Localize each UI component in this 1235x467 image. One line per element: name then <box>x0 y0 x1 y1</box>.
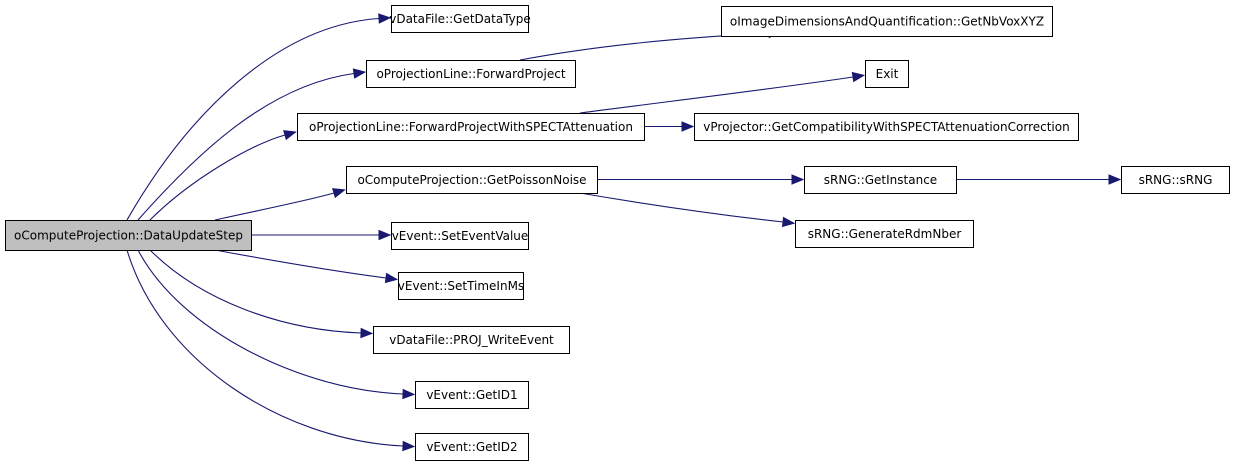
node-label: oComputeProjection::DataUpdateStep <box>14 229 243 243</box>
node-poisson[interactable]: oComputeProjection::GetPoissonNoise <box>346 166 598 194</box>
node-label: sRNG::GetInstance <box>824 173 937 187</box>
node-box[interactable] <box>5 220 252 251</box>
node-box[interactable] <box>373 326 570 354</box>
edge-root-to-fwdspect <box>149 130 297 221</box>
edge-poisson-to-getinstance <box>597 174 805 185</box>
node-settimeinms[interactable]: vEvent::SetTimeInMs <box>398 272 524 300</box>
node-label: oProjectionLine::ForwardProject <box>376 67 565 81</box>
edge-line <box>214 192 335 221</box>
node-box[interactable] <box>694 113 1079 141</box>
edge-line <box>149 134 286 221</box>
arrowhead-icon <box>384 272 399 284</box>
node-label: oImageDimensionsAndQuantification::GetNb… <box>730 15 1044 29</box>
edge-root-to-settimeinms <box>214 249 399 284</box>
node-label: vEvent::SetTimeInMs <box>398 279 524 293</box>
arrowhead-icon <box>352 68 367 79</box>
node-box[interactable] <box>804 166 957 194</box>
node-box[interactable] <box>415 381 529 409</box>
arrowhead-icon <box>283 130 297 141</box>
edge-poisson-to-rdmnber <box>579 192 796 228</box>
node-box[interactable] <box>346 166 598 194</box>
node-box[interactable] <box>297 113 645 141</box>
edge-line <box>126 249 404 447</box>
arrowhead-icon <box>1108 174 1122 185</box>
edge-getinstance-to-srng <box>956 174 1122 185</box>
node-label: Exit <box>876 67 899 81</box>
edge-line <box>149 249 362 334</box>
arrowhead-icon <box>402 440 416 452</box>
arrowhead-icon <box>791 174 805 185</box>
arrowhead-icon <box>851 71 866 83</box>
node-root[interactable]: oComputeProjection::DataUpdateStep <box>5 220 252 251</box>
node-writeevent[interactable]: vDataFile::PROJ_WriteEvent <box>373 326 570 354</box>
arrowhead-icon <box>332 188 346 199</box>
node-label: vDataFile::GetDataType <box>389 12 531 26</box>
node-srng[interactable]: sRNG::sRNG <box>1121 166 1230 194</box>
node-label: vEvent::GetID2 <box>426 440 517 454</box>
node-fwdspect[interactable]: oProjectionLine::ForwardProjectWithSPECT… <box>297 113 645 141</box>
edge-line <box>579 192 784 223</box>
edge-root-to-getdatatype <box>126 13 392 221</box>
node-label: sRNG::GenerateRdmNber <box>808 227 962 241</box>
node-box[interactable] <box>1121 166 1230 194</box>
node-box[interactable] <box>795 220 974 248</box>
node-box[interactable] <box>391 222 529 250</box>
node-getdatatype[interactable]: vDataFile::GetDataType <box>389 5 531 33</box>
node-box[interactable] <box>391 5 529 33</box>
node-rdmnber[interactable]: sRNG::GenerateRdmNber <box>795 220 974 248</box>
edge-root-to-poisson <box>214 188 346 221</box>
node-label: vProjector::GetCompatibilityWithSPECTAtt… <box>703 120 1069 134</box>
arrowhead-icon <box>360 327 374 339</box>
node-box[interactable] <box>398 272 524 300</box>
node-label: sRNG::sRNG <box>1139 173 1213 187</box>
node-box[interactable] <box>366 60 576 88</box>
arrowhead-icon <box>378 229 392 241</box>
edge-root-to-seteventvalue <box>251 229 392 241</box>
edge-root-to-forwardproject <box>137 68 367 221</box>
node-label: oProjectionLine::ForwardProjectWithSPECT… <box>309 120 633 134</box>
edge-line <box>126 17 380 221</box>
node-getid1[interactable]: vEvent::GetID1 <box>415 381 529 409</box>
node-label: oComputeProjection::GetPoissonNoise <box>357 173 586 187</box>
edge-line <box>579 76 854 114</box>
node-label: vDataFile::PROJ_WriteEvent <box>389 333 554 347</box>
edge-line <box>137 72 355 221</box>
node-forwardproject[interactable]: oProjectionLine::ForwardProject <box>366 60 576 88</box>
edge-root-to-writeevent <box>149 249 374 339</box>
edge-root-to-getid1 <box>137 249 416 400</box>
node-getid2[interactable]: vEvent::GetID2 <box>415 433 529 461</box>
node-getnbvox[interactable]: oImageDimensionsAndQuantification::GetNb… <box>721 6 1053 37</box>
arrowhead-icon <box>781 216 796 228</box>
node-seteventvalue[interactable]: vEvent::SetEventValue <box>391 222 529 250</box>
arrowhead-icon <box>681 121 695 132</box>
nodes-layer: oComputeProjection::DataUpdateStepvDataF… <box>5 5 1230 461</box>
node-compat[interactable]: vProjector::GetCompatibilityWithSPECTAtt… <box>694 113 1079 141</box>
node-label: vEvent::GetID1 <box>426 388 517 402</box>
edge-line <box>214 249 387 279</box>
node-box[interactable] <box>865 60 909 88</box>
edge-fwdspect-to-compat <box>644 121 695 132</box>
edge-line <box>137 249 404 395</box>
node-label: vEvent::SetEventValue <box>392 229 529 243</box>
node-box[interactable] <box>415 433 529 461</box>
node-exit[interactable]: Exit <box>865 60 909 88</box>
edge-root-to-getid2 <box>126 249 416 452</box>
node-box[interactable] <box>721 6 1053 37</box>
node-getinstance[interactable]: sRNG::GetInstance <box>804 166 957 194</box>
edge-fwdspect-to-exit <box>579 71 866 114</box>
arrowhead-icon <box>378 13 392 24</box>
edge-line <box>519 32 770 61</box>
arrowhead-icon <box>402 388 416 400</box>
